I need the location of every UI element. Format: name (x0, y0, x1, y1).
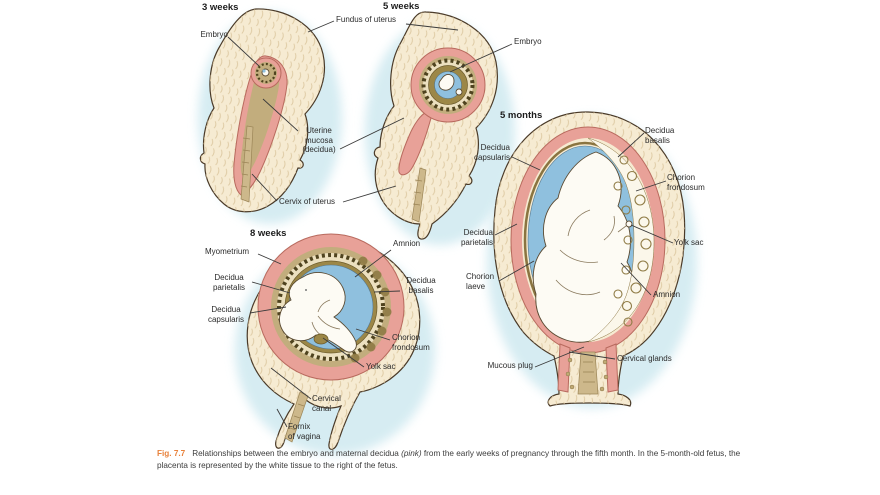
yolk-sac-8w-shape (313, 333, 329, 345)
label-decidua-parietalis-8w: Decidua parietalis (212, 273, 245, 292)
label-yolk-sac-8w: Yolk sac (366, 362, 396, 371)
label-amnion-5m: Amnion (653, 290, 681, 299)
fetus-5m-shape (532, 151, 634, 343)
title-5-months: 5 months (500, 110, 543, 121)
label-decidua-capsularis-8w: Decidua capsularis (207, 305, 244, 324)
label-embryo-5w: Embryo (514, 37, 542, 46)
placenta-villi-5m (613, 155, 652, 327)
title-8-weeks: 8 weeks (250, 228, 287, 239)
label-embryo-3w: Embryo (200, 30, 228, 39)
label-myometrium: Myometrium (205, 247, 250, 256)
label-decidua-basalis-5m: Decidua basalis (645, 126, 675, 145)
figure-caption: Fig. 7.7 Relationships between the embryo… (157, 448, 755, 471)
label-amnion-8w: Amnion (393, 239, 421, 248)
figure-number: Fig. 7.7 (157, 449, 186, 458)
placenta-5m-shape (587, 137, 655, 343)
label-decidua-parietalis-5m: Decidua parietalis (460, 228, 493, 247)
embryo-5w-shape (438, 74, 455, 91)
uterus-3-weeks-diagram (199, 8, 326, 213)
cervical-canal-5m-shape (577, 351, 599, 395)
label-cervical-canal-8w: Cervical canal (312, 394, 341, 413)
cervical-glands-5m-shape (565, 357, 609, 392)
label-chorion-frondosum-5m: Chorion frondosum (667, 173, 705, 192)
label-chorion-laeve-5m: Chorion laeve (466, 272, 495, 291)
caption-text-1: Relationships between the embryo and mat… (192, 449, 402, 458)
uterus-5-months-diagram (493, 111, 686, 407)
yolk-sac-5m-shape (625, 220, 633, 228)
title-5-weeks: 5 weeks (383, 1, 420, 12)
title-3-weeks: 3 weeks (202, 2, 239, 13)
leader-lines (227, 20, 674, 428)
label-decidua-capsularis-5m: Decidua capsularis (473, 143, 510, 162)
label-cervix-of-uterus: Cervix of uterus (279, 197, 336, 206)
uterus-8-weeks-diagram (246, 233, 421, 450)
label-mucous-plug-5m: Mucous plug (487, 361, 533, 370)
label-yolk-sac-5m: Yolk sac (674, 238, 704, 247)
caption-text-italic: (pink) (401, 449, 422, 458)
label-decidua-basalis-8w: Decidua basalis (406, 276, 436, 295)
label-fornix-of-vagina-8w: Fornix of vagina (288, 422, 321, 441)
label-cervical-glands-5m: Cervical glands (617, 354, 672, 363)
label-uterine-mucosa: Uterine mucosa (decidua) (302, 126, 336, 155)
label-fundus-of-uterus: Fundus of uterus (336, 15, 397, 24)
uterus-5-weeks-diagram (373, 11, 498, 240)
caption-text-2: from the early weeks of pregnancy throug… (157, 449, 741, 470)
label-chorion-frondosum-8w: Chorion frondosum (392, 333, 430, 352)
